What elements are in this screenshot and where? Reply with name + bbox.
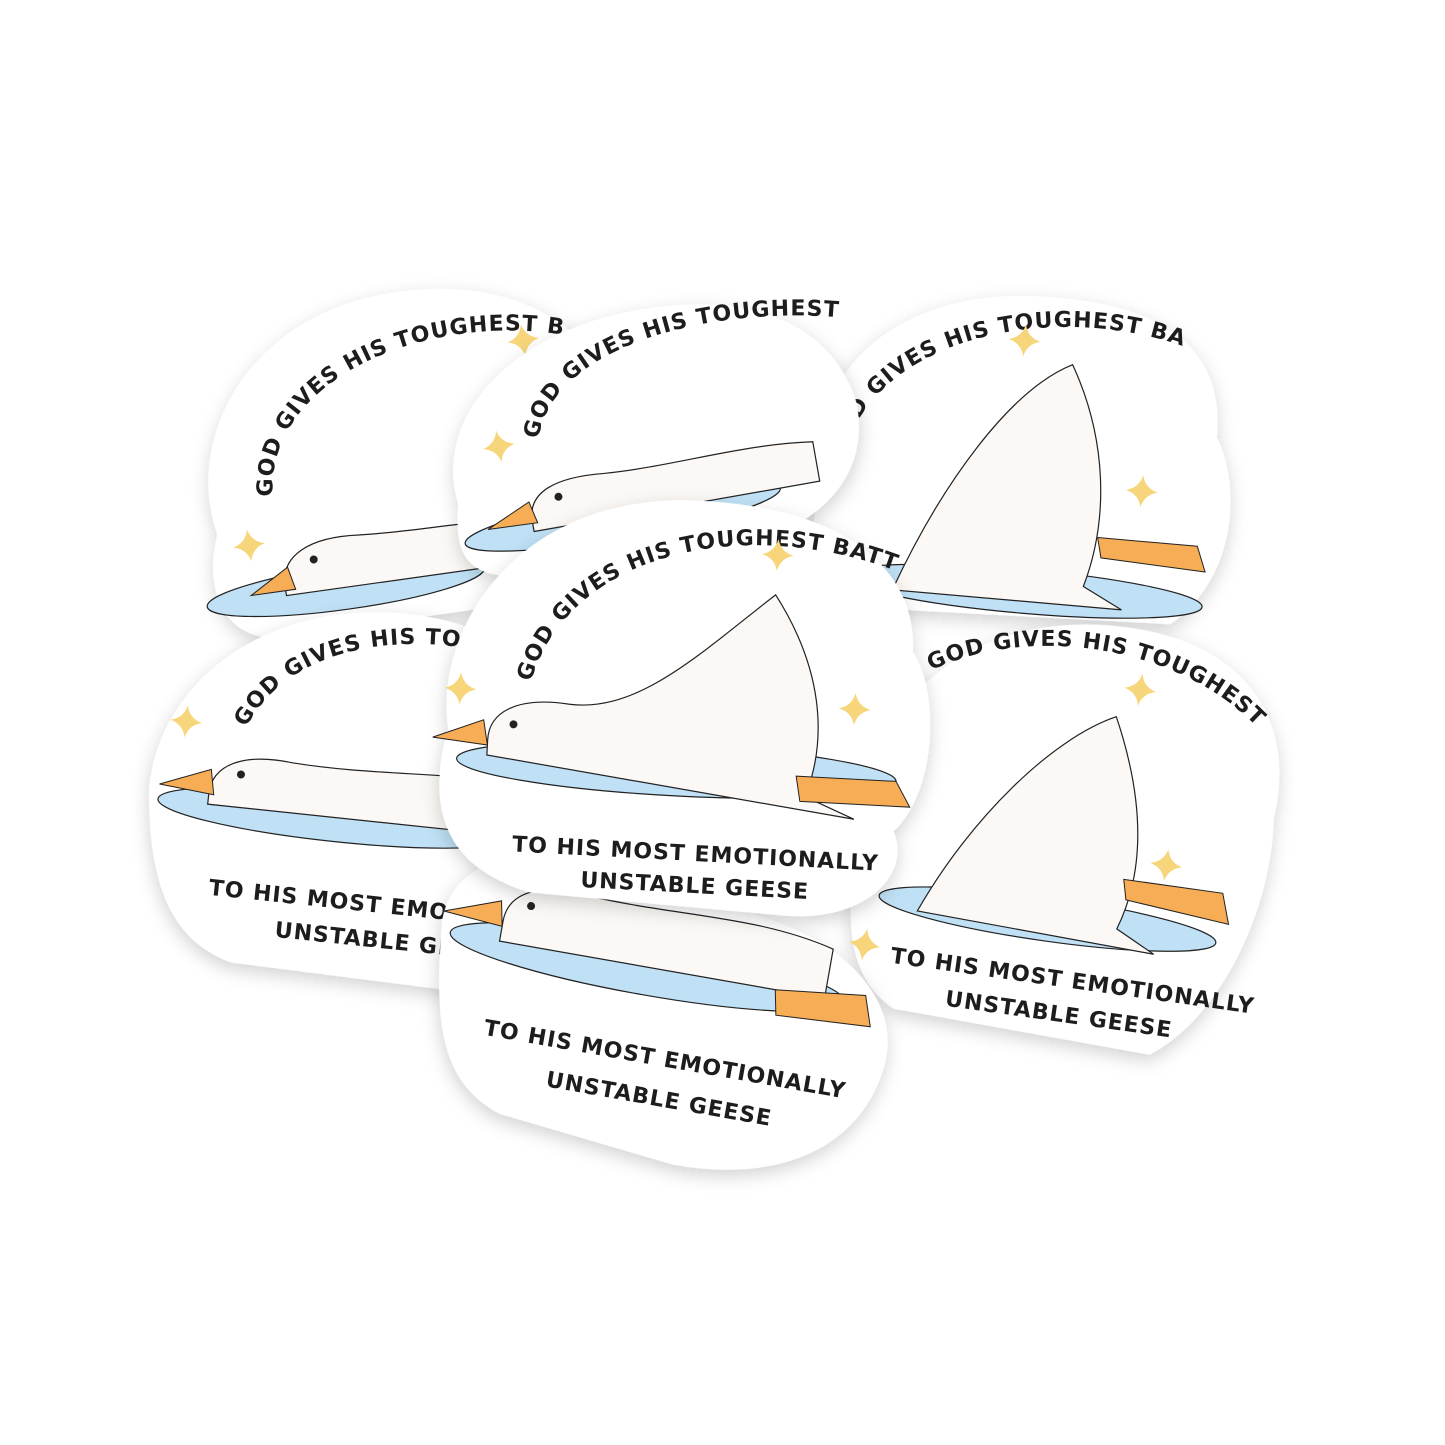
sticker-diving-goose-1: GOD GIVES HIS TOUGHEST BATTLES xyxy=(812,287,1231,625)
sticker-diving-goose-2: GOD GIVES HIS TOUGHEST BATTLES TO HIS MO… xyxy=(850,607,1280,1055)
sticker-diving-goose-front: GOD GIVES HIS TOUGHEST BATTLES TO HIS MO… xyxy=(432,500,931,917)
sticker-lying-goose-4: TO HIS MOST EMOTIONALLY UNSTABLE GEESE xyxy=(439,828,888,1170)
